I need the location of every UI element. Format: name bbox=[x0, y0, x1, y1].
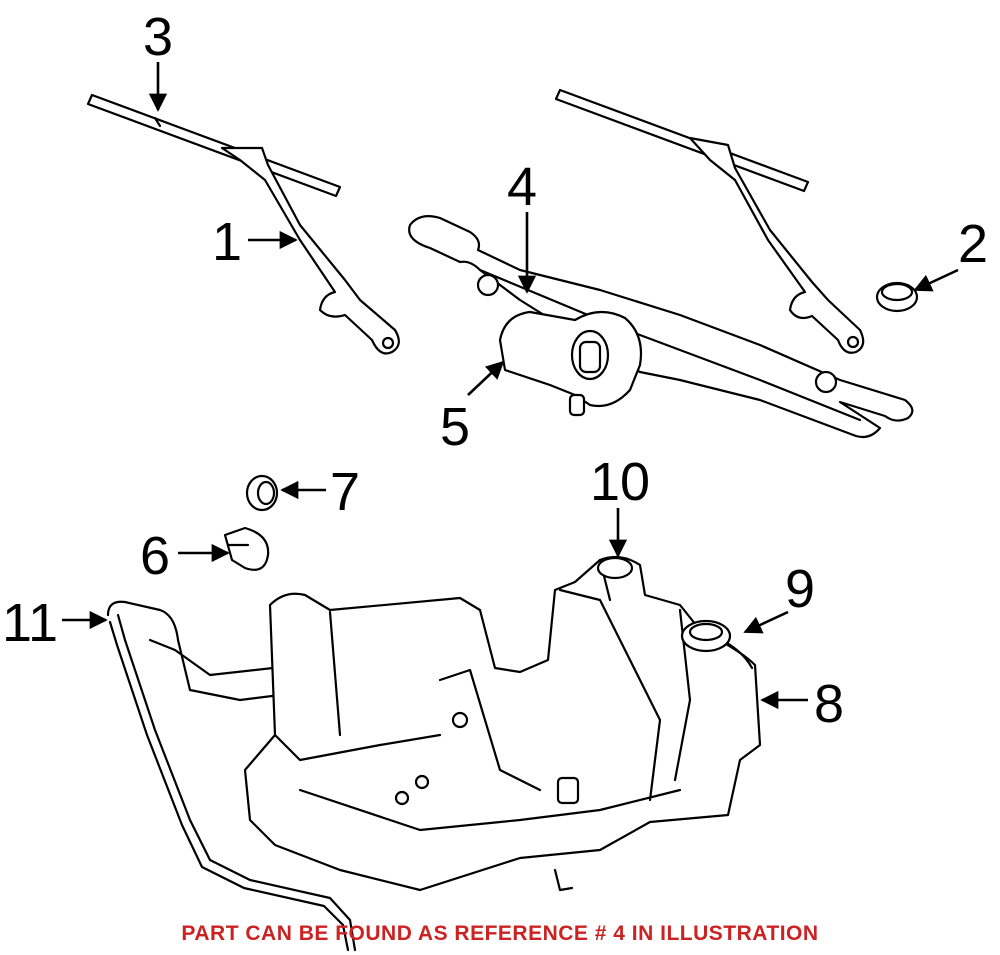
right-wiper-arm bbox=[688, 136, 865, 354]
leader-2 bbox=[913, 268, 959, 292]
callout-3: 3 bbox=[143, 7, 173, 67]
callout-labels: 3 1 2 4 5 7 6 11 10 9 8 bbox=[2, 7, 988, 734]
callout-4: 4 bbox=[507, 157, 537, 217]
washer-reservoir bbox=[243, 555, 762, 892]
callout-2: 2 bbox=[958, 214, 988, 274]
wiper-linkage bbox=[408, 215, 914, 439]
callout-8: 8 bbox=[814, 674, 844, 734]
callout-5: 5 bbox=[440, 397, 470, 457]
left-wiper-blade bbox=[86, 93, 342, 198]
callout-11: 11 bbox=[2, 593, 58, 653]
cap-part-2 bbox=[875, 281, 919, 313]
leader-5 bbox=[467, 360, 505, 396]
wiper-motor bbox=[498, 310, 643, 417]
leader-lines bbox=[62, 62, 959, 710]
reservoir-cap bbox=[680, 619, 732, 653]
reference-note: PART CAN BE FOUND AS REFERENCE # 4 IN IL… bbox=[181, 922, 819, 945]
leader-9 bbox=[743, 610, 789, 634]
left-wiper-arm bbox=[220, 146, 400, 355]
callout-9: 9 bbox=[785, 559, 815, 619]
grommet-part-7 bbox=[245, 474, 279, 512]
callout-1: 1 bbox=[212, 212, 242, 272]
callout-6: 6 bbox=[140, 526, 170, 586]
callout-10: 10 bbox=[590, 452, 650, 512]
right-wiper-blade bbox=[554, 88, 810, 193]
nozzle-part-6 bbox=[223, 526, 270, 571]
callout-7: 7 bbox=[330, 462, 360, 522]
